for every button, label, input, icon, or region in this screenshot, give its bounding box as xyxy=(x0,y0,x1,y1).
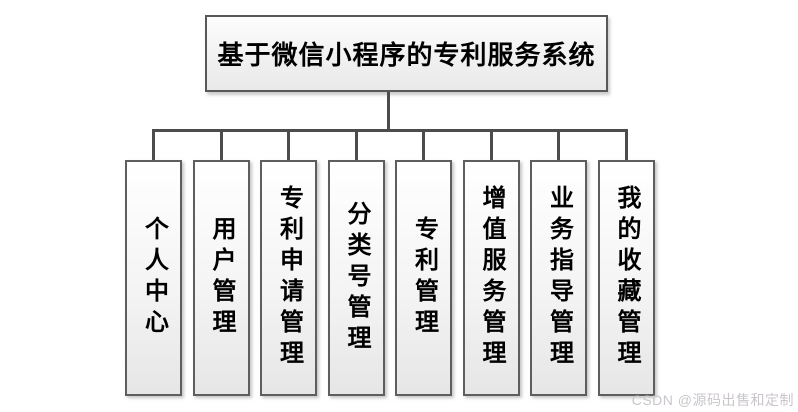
module-box: 业务指导管理 xyxy=(530,160,587,396)
module-label: 专利申请管理 xyxy=(275,185,303,371)
diagram-title-box: 基于微信小程序的专利服务系统 xyxy=(205,15,608,92)
connector-drop xyxy=(624,130,628,161)
module-label: 增值服务管理 xyxy=(478,185,505,371)
connector-horizontal xyxy=(152,129,628,132)
connector-drop xyxy=(354,130,358,161)
module-label: 个人中心 xyxy=(140,216,168,340)
connector-drop xyxy=(152,130,155,161)
module-label: 业务指导管理 xyxy=(545,185,573,371)
connector-drop xyxy=(557,130,560,161)
module-box: 用户管理 xyxy=(192,160,250,396)
module-label: 用户管理 xyxy=(208,216,235,340)
module-label: 我的收藏管理 xyxy=(613,185,640,371)
diagram-title: 基于微信小程序的专利服务系统 xyxy=(217,40,596,70)
module-box: 分类号管理 xyxy=(327,160,385,396)
module-label: 专利管理 xyxy=(410,216,438,340)
module-box: 增值服务管理 xyxy=(462,160,520,396)
connector-drop xyxy=(287,130,290,161)
watermark: CSDN @源码出售和定制 xyxy=(631,392,794,408)
connector-drop xyxy=(489,130,493,161)
module-box: 我的收藏管理 xyxy=(597,160,655,396)
module-box: 专利申请管理 xyxy=(260,160,317,396)
connector-stem xyxy=(387,92,390,130)
module-box: 个人中心 xyxy=(125,160,182,396)
module-box: 专利管理 xyxy=(395,160,452,396)
module-label: 分类号管理 xyxy=(343,200,370,356)
connector-drop xyxy=(422,130,425,161)
connector-drop xyxy=(219,130,223,161)
